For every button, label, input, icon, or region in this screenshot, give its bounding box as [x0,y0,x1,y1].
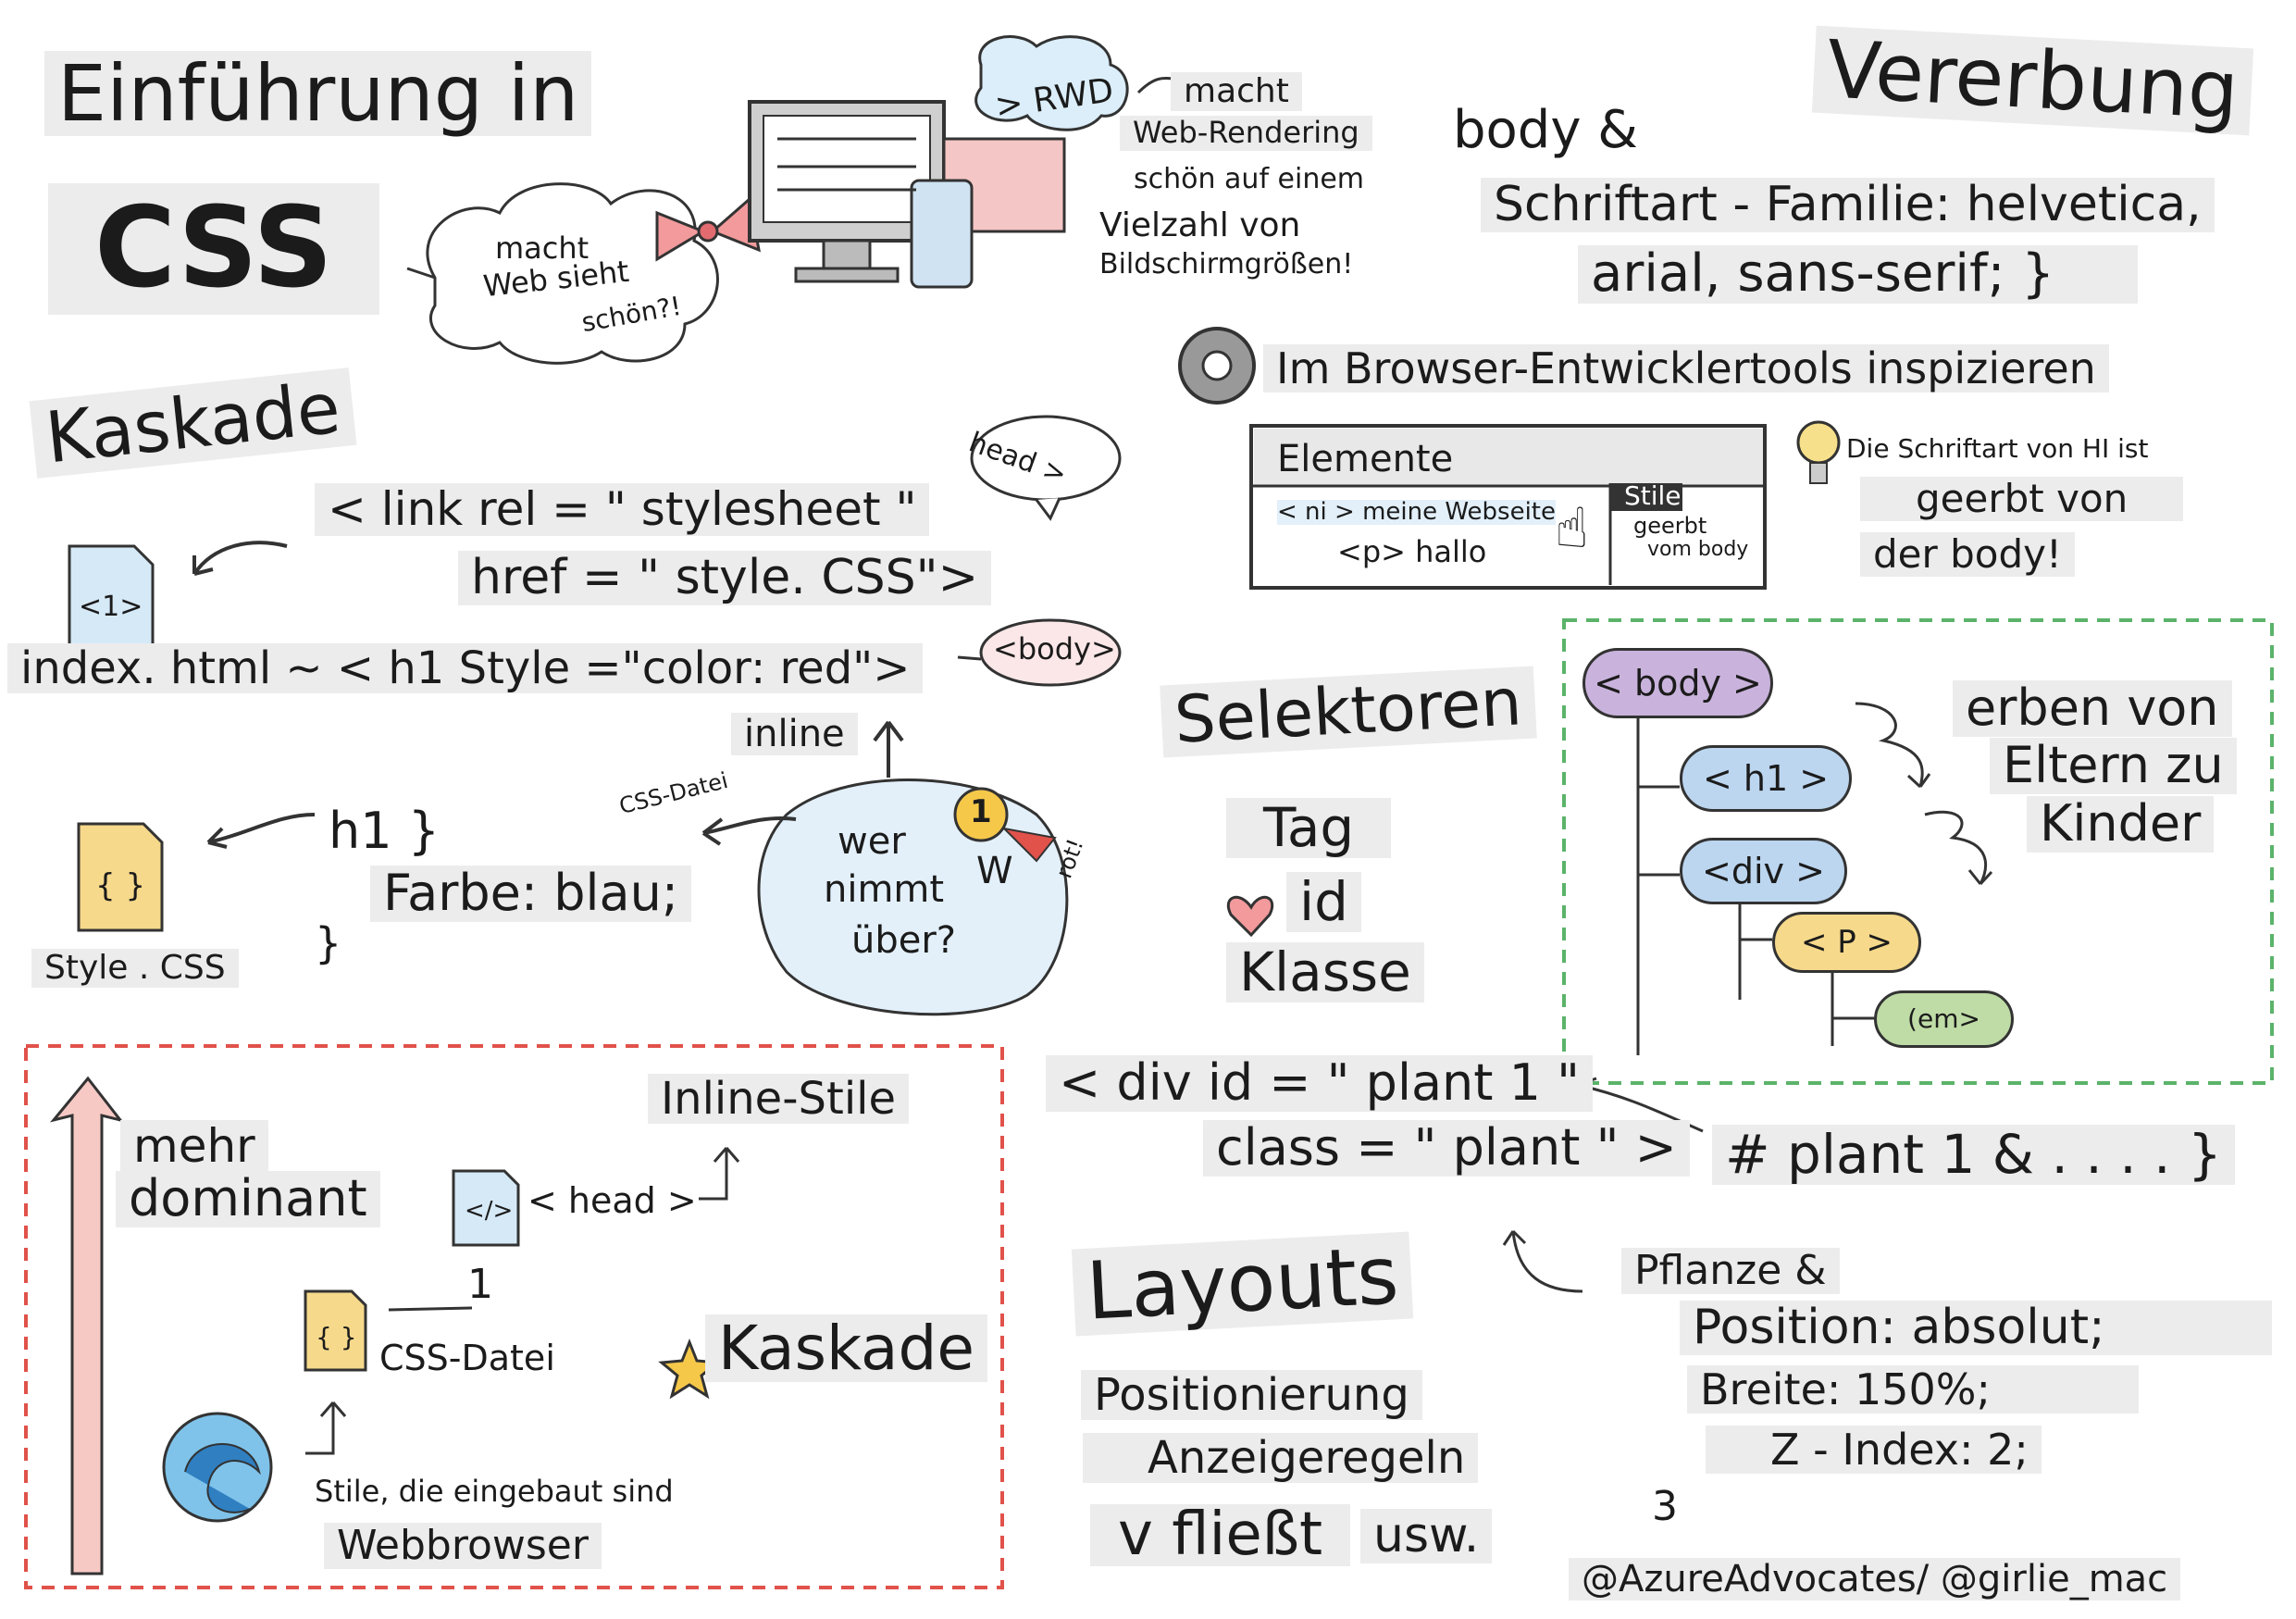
rwd-text-1: macht [1171,72,1302,111]
rwd-text-3: schön auf einem [1134,163,1365,195]
tip-line3: der body! [1860,532,2075,578]
medal-icon [953,787,1057,863]
cloud-text-1: macht [495,230,590,266]
tree-node-em: (em> [1874,990,2014,1048]
css-file-icon [77,822,164,932]
index-line: index. html ~ < h1 Style ="color: red"> [7,643,924,694]
tip-line2: geerbt von [1860,477,2184,522]
style-rule-1: h1 } [329,802,441,860]
inherit-rule-2: Schriftart - Familie: helvetica, [1481,178,2215,232]
devtools-label: Im Browser-Entwicklertools inspizieren [1263,344,2109,393]
who-wins-2: nimmt [824,868,945,911]
div-line2: class = " plant " > [1203,1120,1690,1177]
thought-cloud [426,182,719,365]
head-label: < head > [527,1180,697,1221]
tip-line1: Die Schriftart von HI ist [1846,433,2149,464]
w-letter: W [976,850,1013,892]
selector-class: Klasse [1226,942,1424,1003]
rwd-text-5: Bildschirmgrößen! [1099,248,1354,280]
gear-icon [1178,327,1256,405]
tree-node-body: < body > [1582,648,1773,718]
style-rule-3: } [315,918,342,968]
dominance-box [24,1044,1004,1589]
layouts-heading: Layouts [1071,1229,1414,1339]
selector-tag: Tag [1226,798,1392,858]
tree-box [1562,618,2274,1085]
layout-rule-5: 3 [1652,1483,1678,1530]
rwd-text-4: Vielzahl von [1099,206,1301,244]
layout-rule-3: Breite: 150%; [1687,1365,2140,1414]
credit: @AzureAdvocates/ @girlie_mac [1569,1558,2181,1600]
medal-number: 1 [970,793,992,830]
kaskade-star-label: Kaskade [705,1314,987,1383]
doc-icon-label: <1> [79,591,143,623]
inline-styles-label: Inline-Stile [648,1074,910,1125]
div-line1: < div id = " plant 1 " [1046,1055,1593,1112]
cursor-hand-icon: ☝ [1555,496,1589,561]
tree-node-p: < P > [1772,912,1921,973]
inherit-rule-1: body & [1453,100,1638,160]
stile-tab[interactable]: Stile [1624,480,1682,511]
style-rule-2: Farbe: blau; [370,866,692,922]
html-file-icon [68,544,155,650]
dominant-label: dominant [116,1171,380,1227]
tree-caption-1: erben von [1953,680,2232,737]
tree-node-div: <div > [1680,838,1847,904]
responsive-devices-icon [748,100,1066,289]
inline-label: inline [731,713,858,755]
browser-logo-icon [162,1412,273,1523]
panel-line1: < ni > meine Webseite [1277,498,1556,526]
panel-line2: <p> hallo [1337,534,1487,569]
style-file-label: Style . CSS [31,949,239,988]
rwd-cloud [974,35,1129,131]
link-line1: < link rel = " stylesheet " [315,483,930,536]
layout-rule-4: Z - Index: 2; [1706,1426,2042,1475]
layout-item-1: Positionierung [1081,1370,1422,1421]
css-file-braces: { } [316,1322,357,1352]
selector-id: id [1286,872,1361,932]
layout-item-2: Anzeigeregeln [1083,1433,1479,1484]
css-icon-braces: { } [95,867,146,904]
panel-title: Elemente [1277,438,1454,480]
dominance-arrow [49,1076,124,1575]
heart-icon [1226,895,1273,938]
lightbulb-icon [1796,420,1841,484]
layout-rule-1: Pflanze & [1621,1248,1840,1295]
tree-node-h1: < h1 > [1680,745,1852,812]
tree-caption-2: Eltern zu [1990,738,2237,794]
builtin-label: Stile, die eingebaut sind [315,1474,674,1509]
rwd-text-2: Web-Rendering [1120,116,1372,151]
css-file-dom-label: CSS-Datei [379,1338,555,1378]
webbrowser-label: Webbrowser [324,1523,602,1570]
geerbt-label: geerbt [1633,513,1707,539]
link-line2: href = " style. CSS"> [458,551,992,605]
title-line1: Einführung in [44,51,592,137]
who-wins-3: über? [851,919,957,962]
mehr-label: mehr [120,1120,268,1173]
layout-item-3: v fließt [1090,1503,1351,1567]
title-line2: CSS [48,183,379,315]
rank-one: 1 [467,1261,493,1308]
layout-item-4: usw. [1360,1509,1493,1563]
vom-body-label: vom body [1647,538,1749,561]
head-tag-icon-label: </> [465,1197,514,1225]
who-wins-1: wer [838,820,906,863]
layout-rule-2: Position: absolut; [1680,1301,2272,1355]
inherit-rule-3: arial, sans-serif; } [1578,245,2138,304]
bow-tie-icon [655,196,761,262]
tree-caption-3: Kinder [2027,796,2215,853]
body-bubble: <body> [993,631,1116,666]
plant-rule: # plant 1 & . . . . } [1712,1125,2235,1185]
